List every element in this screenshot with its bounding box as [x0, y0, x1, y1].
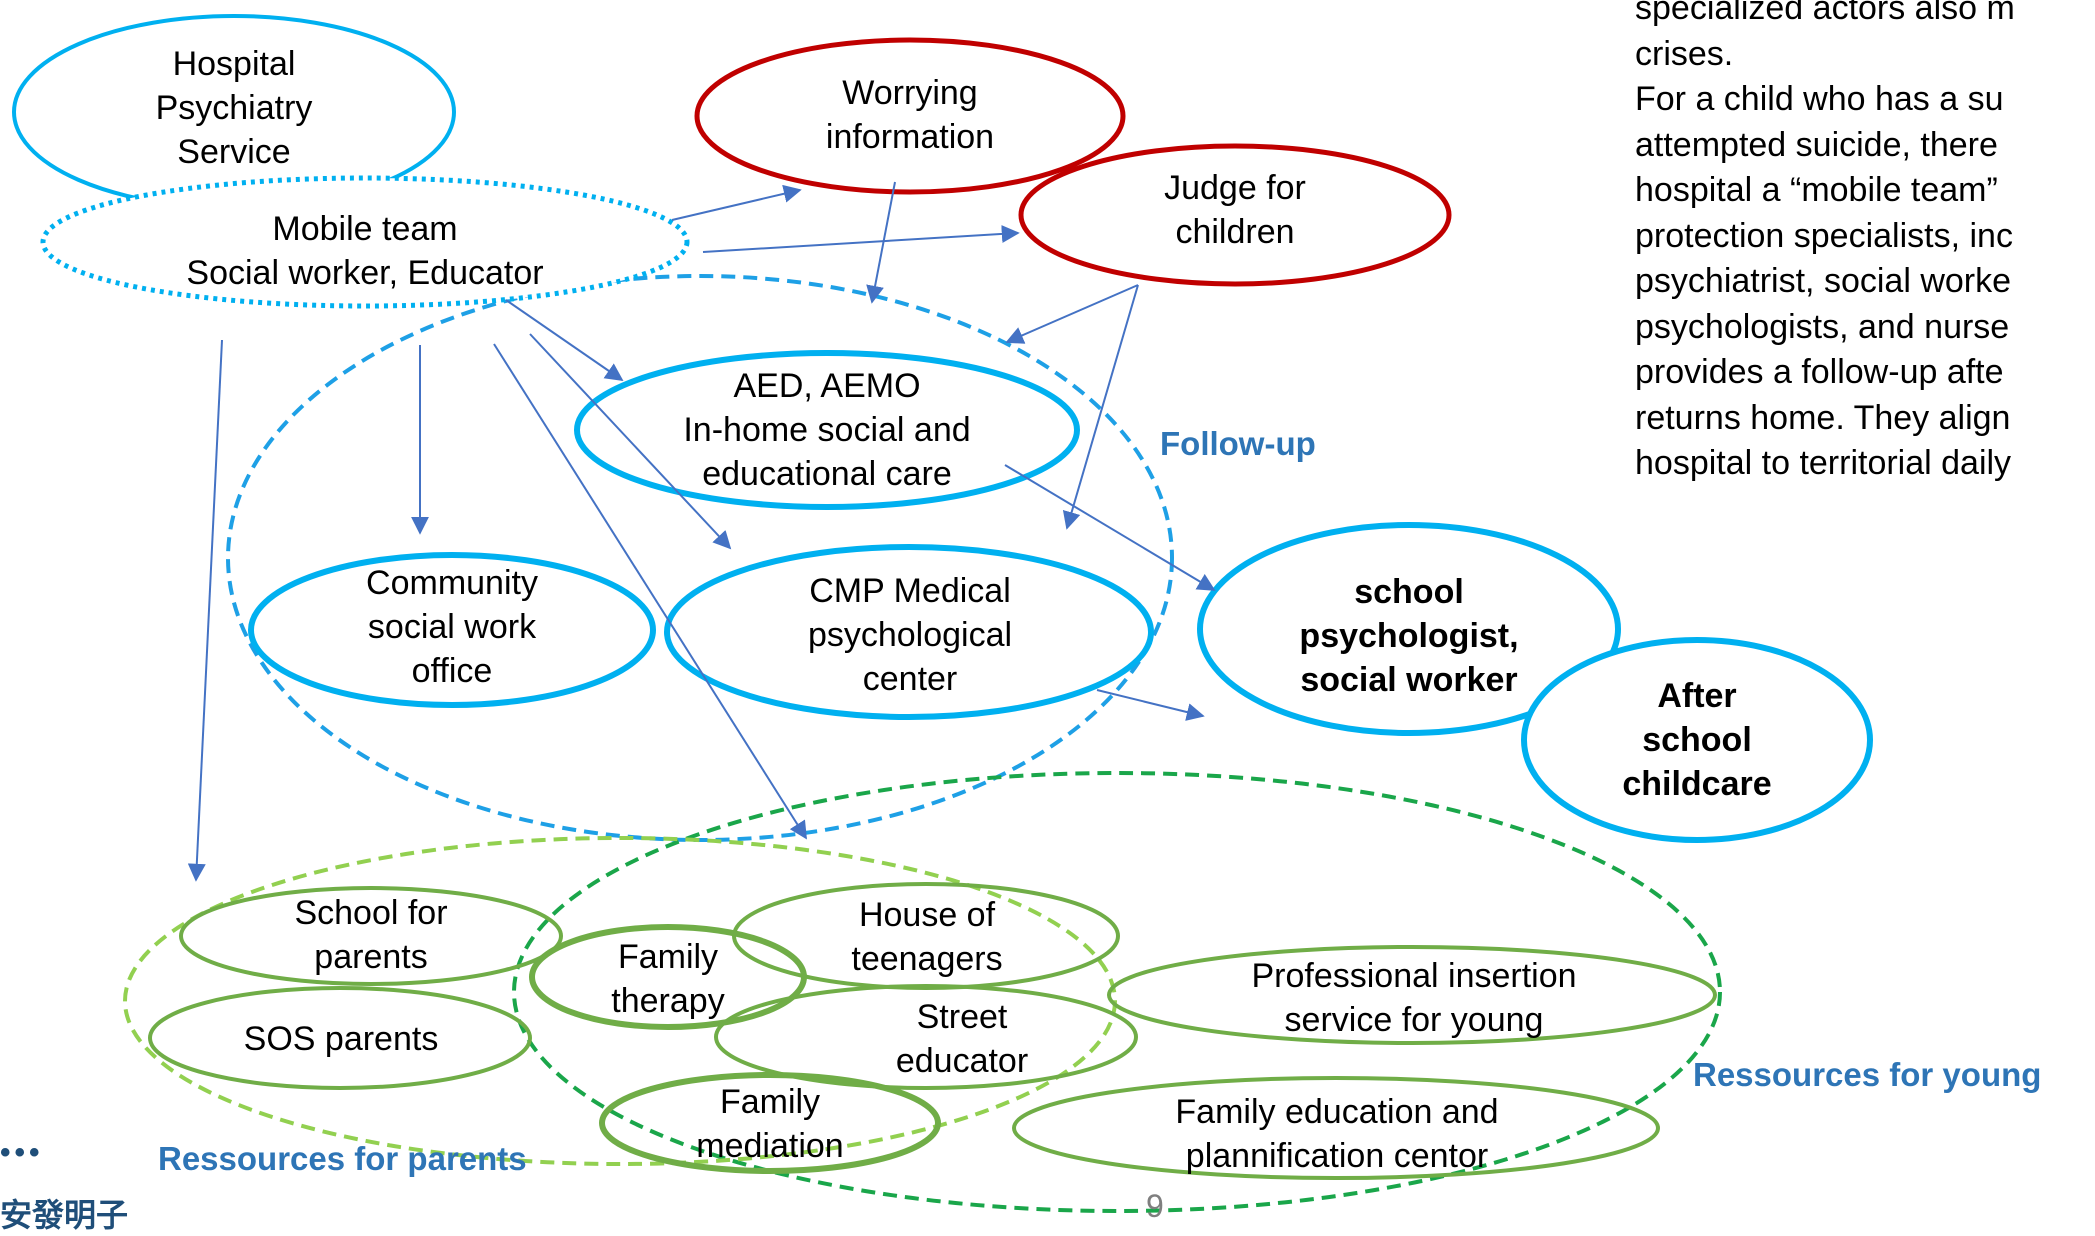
- side-text-line: protection specialists, inc: [1635, 216, 2013, 255]
- logo-text: 安發明子: [0, 1196, 129, 1234]
- school-parents-node: [179, 886, 563, 986]
- family-mediation-node: [599, 1072, 941, 1174]
- mobile-team-node: [40, 175, 690, 309]
- side-text-line: hospital a “mobile team”: [1635, 171, 1998, 209]
- side-text-line: specialized actors also m: [1635, 0, 2015, 27]
- arrow-cmp-to-school-psych: [1096, 689, 1205, 721]
- side-text-line: psychologists, and nurse: [1635, 307, 2010, 346]
- page-number: 9: [1146, 1188, 1164, 1224]
- arrow-worrying-to-followup: [866, 181, 896, 304]
- side-text-line: crises.: [1635, 34, 1734, 73]
- arrow-mobile-to-judge: [702, 224, 1020, 253]
- family-mediation-label: Family mediation: [696, 1083, 844, 1165]
- worrying-node: [694, 37, 1126, 195]
- cmp-label: CMP Medical psychological center: [807, 572, 1013, 698]
- street-educator-label: Street educator: [895, 998, 1029, 1080]
- follow-up-group-boundary: [226, 274, 1174, 842]
- community-node: [248, 552, 656, 708]
- school-psych-label: school psychologist, social worker: [1299, 573, 1519, 699]
- family-education-label: Family education and plannification cent…: [1175, 1093, 1499, 1175]
- arrow-judge-to-cmp: [1062, 284, 1139, 530]
- arrow-mobile-to-worrying: [671, 184, 802, 221]
- arrow-mobile-to-resources-young: [493, 343, 807, 840]
- aed-node: [574, 350, 1080, 510]
- side-text-line: For a child who has a su: [1635, 80, 2004, 118]
- house-teen-label: House of teenagers: [851, 896, 1003, 978]
- cmp-node: [664, 544, 1154, 720]
- arrow-aed-to-school-psych: [1004, 464, 1216, 591]
- judge-label: Judge for children: [1164, 169, 1306, 251]
- mobile-team-label: Mobile team Social worker, Educator: [186, 210, 544, 292]
- hospital-label: Hospital Psychiatry Service: [155, 45, 313, 171]
- side-text-line: hospital to territorial daily: [1635, 444, 2012, 482]
- school-parents-label: School for parents: [294, 894, 448, 976]
- after-school-node: [1521, 637, 1873, 843]
- street-educator-node: [714, 984, 1138, 1090]
- side-text-line: returns home. They align: [1635, 398, 2011, 437]
- side-text-line: attempted suicide, there: [1635, 125, 1998, 164]
- professional-label: Professional insertion service for young: [1251, 957, 1577, 1039]
- side-text-line: provides a follow-up afte: [1635, 353, 2004, 391]
- resources-parents-group-boundary: [123, 836, 1117, 1166]
- resources-young-label: Ressources for young: [1693, 1056, 2042, 1093]
- follow-up-label: Follow-up: [1160, 425, 1316, 462]
- judge-node: [1018, 143, 1452, 287]
- resources-young-group-boundary: [512, 771, 1722, 1213]
- side-text-line: psychiatrist, social worke: [1635, 262, 2012, 300]
- professional-node: [1107, 945, 1717, 1045]
- resources-parents-label: Ressources for parents: [158, 1140, 527, 1177]
- arrow-mobile-to-resources-parents: [187, 339, 223, 882]
- sos-parents-label: SOS parents: [243, 1020, 439, 1058]
- logo-dots: •••: [0, 1136, 44, 1169]
- family-education-node: [1012, 1076, 1660, 1180]
- community-label: Community social work office: [366, 564, 538, 690]
- family-therapy-node: [529, 924, 807, 1030]
- side-paragraph: specialized actors also m crises. For a …: [1635, 0, 2095, 487]
- aed-label: AED, AEMO In-home social and educational…: [683, 367, 971, 493]
- after-school-label: After school childcare: [1622, 677, 1772, 803]
- arrow-mobile-to-aed: [505, 299, 624, 382]
- family-therapy-label: Family therapy: [611, 938, 725, 1020]
- sos-parents-node: [148, 986, 532, 1090]
- worrying-label: Worrying information: [825, 74, 995, 156]
- arrow-judge-to-aed: [1005, 284, 1139, 344]
- school-psych-node: [1197, 522, 1621, 736]
- arrow-mobile-to-cmp: [529, 333, 732, 550]
